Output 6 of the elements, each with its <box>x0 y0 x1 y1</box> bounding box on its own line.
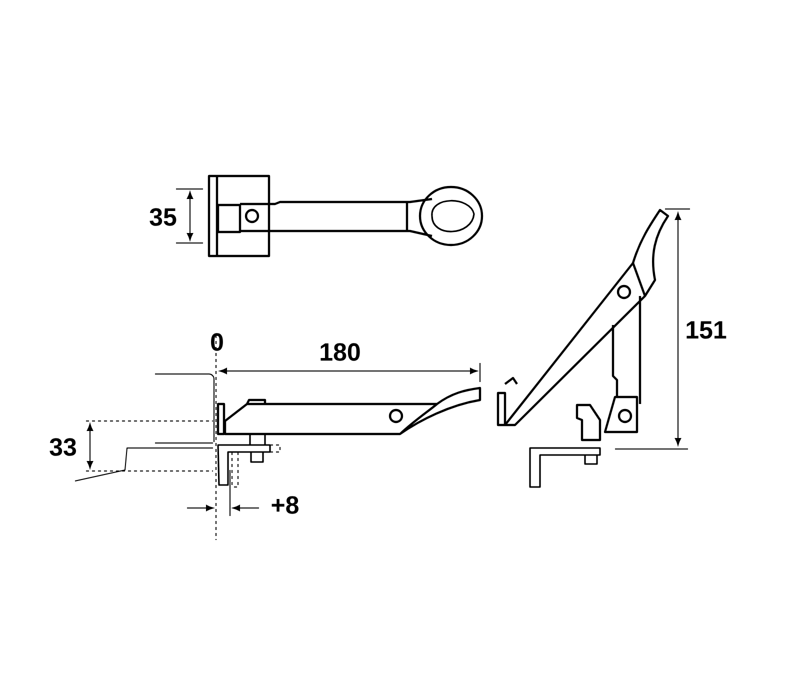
dimension-label: 0 <box>211 333 223 351</box>
dimension-label: 151 <box>686 321 726 339</box>
dimension-label: 35 <box>150 208 176 226</box>
dimension-label: +8 <box>272 496 298 514</box>
dimension-label: 33 <box>50 438 76 456</box>
dimension-label: 180 <box>320 343 360 361</box>
